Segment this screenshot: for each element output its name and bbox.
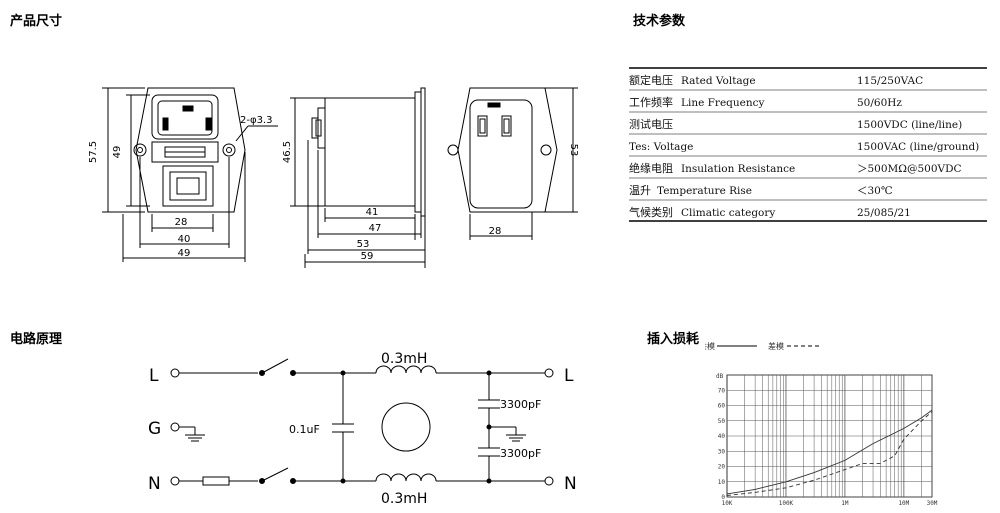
spec-row-1-value: 115/250VAC (857, 75, 923, 87)
series-line-common-mode (726, 409, 933, 495)
y-tick-label-1: 10 (718, 479, 726, 486)
x-tick-label-1: 100K (779, 500, 794, 507)
dim-59: 59 (361, 251, 374, 262)
chart-legend: 共模 差模 (705, 341, 820, 351)
y-tick-label-7: 70 (718, 387, 726, 394)
spec-row-5-en: Insulation Resistance (681, 163, 795, 175)
dim-28-front: 28 (175, 217, 188, 228)
spec-row-3-zh: 测试电压 (629, 118, 673, 131)
legend-common-mode-label: 共模 (705, 341, 715, 351)
spec-row-2-value: 50/60Hz (857, 97, 902, 109)
dim-49-bottom: 49 (178, 248, 191, 259)
dim-57-5: 57.5 (88, 141, 99, 163)
spec-row-4-en: Tes: Voltage (629, 141, 693, 153)
dimensions-title: 产品尺寸 (10, 14, 63, 29)
dim-2-phi: 2-φ3.3 (240, 115, 272, 126)
y-unit-label: dB (716, 373, 724, 380)
y-tick-label-3: 30 (718, 448, 726, 455)
terminal-N-out: N (564, 474, 577, 494)
specs-title: 技术参数 (633, 14, 686, 29)
dim-46-5: 46.5 (282, 141, 293, 163)
fuse-holder (151, 141, 219, 163)
spec-row-3-value: 1500VDC (line/line) (857, 119, 962, 131)
y-capacitor-1-label: 3300pF (500, 398, 541, 411)
terminal-N-in: N (148, 474, 161, 494)
insertion-loss-chart: 共模 差模 dB 0 10 20 30 40 50 60 70 10K 100K 1M 10M 30M (705, 341, 938, 507)
x-tick-label-3: 10M (898, 500, 909, 507)
y-capacitor-2-label: 3300pF (500, 447, 541, 460)
dim-53-side: 53 (357, 239, 370, 250)
x-capacitor-label: 0.1uF (289, 423, 320, 436)
insertion-loss-title: 插入损耗 (647, 332, 700, 347)
dimension-drawing: 57.5 49 2-φ3.3 28 40 49 46.5 41 47 53 59… (88, 87, 579, 268)
inductor-top (375, 365, 437, 374)
circuit-diagram: L G N L N 0.3mH 0.3mH 0.1uF 3300pF 3300p… (148, 351, 577, 507)
spec-row-1-en: Rated Voltage (681, 75, 756, 87)
dim-40: 40 (178, 234, 191, 245)
y-tick-label-4: 40 (718, 433, 726, 440)
spec-row-5-value: ＞500MΩ@500VDC (857, 163, 962, 175)
spec-row-6-zh: 温升 (629, 184, 651, 197)
y-tick-label-0: 0 (721, 494, 725, 501)
iec-socket (151, 94, 219, 140)
spec-row-7-en: Climatic category (681, 207, 775, 219)
fuse (202, 476, 230, 486)
spec-row-1-zh: 额定电压 (629, 73, 673, 87)
spec-row-6-value: ＜30℃ (857, 185, 893, 197)
terminal-L-in: L (149, 366, 159, 386)
circuit-title: 电路原理 (10, 332, 63, 347)
dim-28-back: 28 (489, 226, 502, 237)
x-tick-label-2: 1M (841, 500, 849, 507)
spec-row-7-zh: 气候类别 (629, 205, 673, 219)
core (381, 402, 431, 452)
terminal-G-in: G (148, 419, 161, 439)
inductor-bottom (375, 473, 437, 482)
inductor-bottom-label: 0.3mH (381, 491, 427, 507)
spec-row-2-zh: 工作频率 (629, 95, 673, 109)
dim-53-back: 53 (568, 144, 579, 157)
front-flange (135, 87, 246, 213)
y-tick-label-2: 20 (718, 464, 726, 471)
spec-row-2-en: Line Frequency (681, 97, 765, 109)
back-flange (457, 87, 558, 213)
dim-49-left: 49 (112, 146, 123, 159)
legend-differential-mode-label: 差模 (768, 341, 784, 351)
power-switch (162, 165, 214, 207)
x-tick-label-0: 10K (722, 500, 733, 507)
x-tick-label-4: 30M (927, 500, 938, 507)
y-tick-label-5: 50 (718, 418, 726, 425)
terminal-L-out: L (564, 366, 574, 386)
side-body (324, 97, 416, 207)
series-line-differential-mode (726, 411, 933, 496)
spec-row-6-en: Temperature Rise (657, 185, 752, 197)
back-body (469, 99, 533, 209)
dim-47: 47 (369, 223, 382, 234)
inductor-top-label: 0.3mH (381, 351, 427, 367)
spec-row-5-zh: 绝缘电阻 (629, 161, 673, 175)
spec-table: 额定电压 Rated Voltage 115/250VAC 工作频率 Line … (629, 67, 987, 222)
dim-41: 41 (366, 207, 379, 218)
spec-row-7-value: 25/085/21 (857, 207, 911, 219)
y-tick-label-6: 60 (718, 403, 726, 410)
spec-row-4-value: 1500VAC (line/ground) (857, 141, 979, 153)
